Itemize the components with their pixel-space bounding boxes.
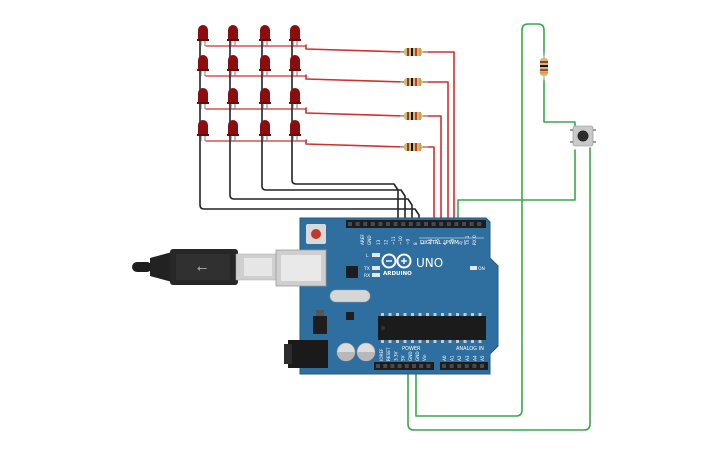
black-wire-col2[interactable] bbox=[229, 39, 413, 223]
analog-pin-label: A1 bbox=[450, 355, 455, 361]
led-2-4[interactable] bbox=[289, 55, 301, 76]
digital-pin-label: 7 bbox=[420, 242, 425, 245]
analog-in-label: ANALOG IN bbox=[456, 346, 484, 352]
analog-header bbox=[440, 362, 488, 370]
digital-pin-label: 13 bbox=[376, 239, 381, 245]
led-l bbox=[372, 253, 380, 257]
black-wire-col4[interactable] bbox=[291, 39, 399, 223]
usb-icon: ⭠ bbox=[197, 261, 207, 276]
analog-pin-label: A4 bbox=[472, 355, 477, 361]
power-pin-label: 5V bbox=[401, 355, 406, 361]
digital-pin-label: ~5 bbox=[435, 238, 440, 245]
digital-label: DIGITAL (PWM~) bbox=[420, 240, 466, 246]
led-tx-label: TX bbox=[363, 266, 370, 272]
button-resistor[interactable] bbox=[540, 52, 548, 82]
led-4-2[interactable] bbox=[227, 120, 239, 141]
digital-pin-label: ~6 bbox=[428, 238, 433, 245]
red-wire-row3[interactable] bbox=[305, 107, 442, 223]
black-wires bbox=[199, 39, 420, 223]
voltage-regulator bbox=[313, 316, 327, 334]
arduino-logo-icon bbox=[381, 253, 412, 269]
led-l-label: L bbox=[366, 253, 369, 259]
led-tx bbox=[372, 266, 380, 270]
usb-cable[interactable]: ⭠ bbox=[132, 249, 277, 285]
digital-header bbox=[346, 220, 486, 228]
led-rx bbox=[372, 273, 380, 277]
led-2-2[interactable] bbox=[227, 55, 239, 76]
analog-pin-label: A0 bbox=[442, 355, 447, 361]
led-3-4[interactable] bbox=[289, 88, 301, 109]
red-wire-row1[interactable] bbox=[305, 44, 455, 223]
digital-pin-label: 12 bbox=[383, 239, 388, 245]
digital-pin-label: RX 0 bbox=[472, 235, 477, 245]
led-1-1[interactable] bbox=[197, 25, 209, 46]
analog-pin-label: A3 bbox=[465, 355, 470, 361]
aref-label: AREF bbox=[360, 234, 365, 245]
brand-label: ARDUINO bbox=[383, 271, 412, 277]
green-wire-digital-to-button[interactable] bbox=[457, 149, 576, 223]
digital-pin-label: ~3 bbox=[450, 238, 455, 245]
resistor-row-3[interactable] bbox=[400, 112, 428, 120]
led-2-1[interactable] bbox=[197, 55, 209, 76]
led-1-2[interactable] bbox=[227, 25, 239, 46]
power-pin-label: 3.3V bbox=[393, 351, 398, 361]
power-label: POWER bbox=[402, 346, 421, 352]
led-4-3[interactable] bbox=[259, 120, 271, 141]
resistor-group bbox=[400, 48, 428, 151]
power-header bbox=[374, 362, 434, 370]
analog-pin-label: A2 bbox=[457, 355, 462, 361]
power-pin-label: RESET bbox=[386, 347, 391, 361]
resistor-row-1[interactable] bbox=[400, 48, 428, 56]
usb-chip bbox=[346, 266, 358, 278]
led-on bbox=[470, 266, 477, 270]
green-wires bbox=[407, 23, 591, 431]
digital-pin-label: ~11 bbox=[391, 236, 396, 245]
analog-pin-label: A5 bbox=[480, 355, 485, 361]
led-2-3[interactable] bbox=[259, 55, 271, 76]
digital-pin-label: 8 bbox=[413, 242, 418, 245]
red-wire-row2[interactable] bbox=[305, 74, 449, 223]
led-3-2[interactable] bbox=[227, 88, 239, 109]
digital-pin-label: ~9 bbox=[406, 238, 411, 245]
black-wire-col1[interactable] bbox=[199, 39, 420, 223]
pushbutton[interactable] bbox=[570, 125, 596, 147]
led-1-4[interactable] bbox=[289, 25, 301, 46]
digital-pin-label: ~10 bbox=[398, 236, 403, 245]
pushbutton-cap[interactable] bbox=[577, 130, 589, 142]
green-wire-button-to-resistor[interactable] bbox=[543, 79, 576, 129]
atmega-chip bbox=[378, 316, 486, 340]
black-wire-col3[interactable] bbox=[261, 39, 406, 223]
power-pin-label: Vin bbox=[422, 354, 427, 361]
dc-jack bbox=[288, 340, 328, 368]
resistor-row-2[interactable] bbox=[400, 78, 428, 86]
led-3-1[interactable] bbox=[197, 88, 209, 109]
resistor-row-4[interactable] bbox=[400, 143, 428, 151]
digital-pin-label: TX 1 bbox=[465, 235, 470, 246]
digital-pin-label: 4 bbox=[443, 242, 448, 245]
led-matrix bbox=[197, 25, 301, 141]
model-label: UNO bbox=[416, 256, 443, 270]
crystal bbox=[329, 289, 371, 303]
led-1-3[interactable] bbox=[259, 25, 271, 46]
red-wires bbox=[205, 44, 455, 223]
led-on-label: ON bbox=[478, 266, 485, 272]
led-3-3[interactable] bbox=[259, 88, 271, 109]
led-rx-label: RX bbox=[364, 273, 370, 279]
power-pin-label: GND bbox=[408, 351, 413, 361]
gnd-label: GND bbox=[367, 235, 372, 245]
green-wire-gnd-loop[interactable] bbox=[407, 147, 591, 431]
led-4-1[interactable] bbox=[197, 120, 209, 141]
led-4-4[interactable] bbox=[289, 120, 301, 141]
power-pin-label: GND bbox=[415, 351, 420, 361]
power-pin-label: IOREF bbox=[379, 348, 384, 361]
digital-pin-label: 2 bbox=[457, 242, 462, 245]
green-wire-resistor-loop[interactable] bbox=[415, 23, 545, 417]
chip-legs bbox=[381, 313, 482, 343]
